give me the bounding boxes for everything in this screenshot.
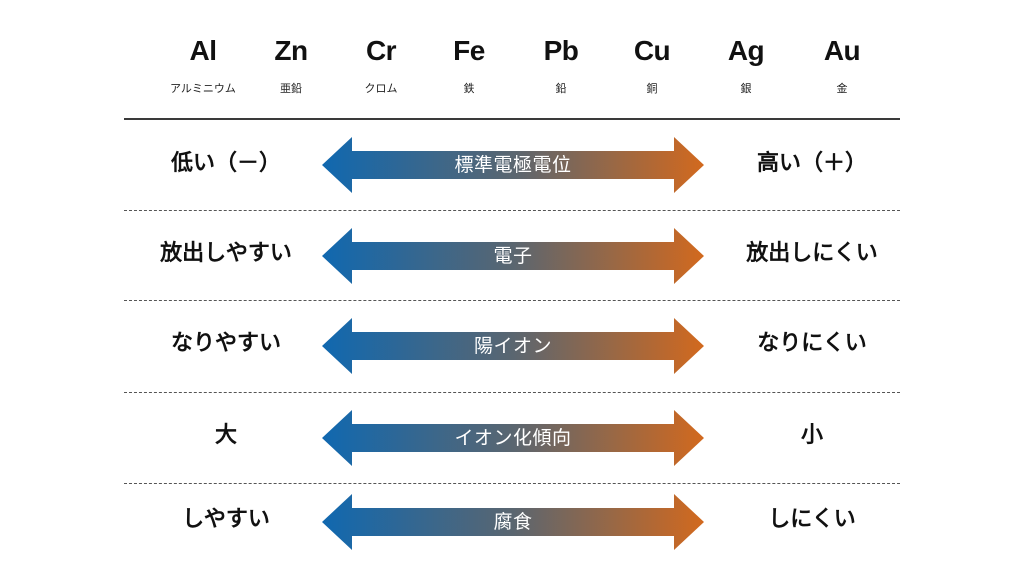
metal-name: 銅 <box>646 82 658 95</box>
metal-al: Al アルミニウム <box>148 34 258 96</box>
metal-name: クロム <box>364 82 398 95</box>
row-right-label: しにくい <box>768 507 856 532</box>
metal-pb: Pb 鉛 <box>506 34 616 96</box>
metal-au: Au 金 <box>787 34 897 96</box>
arrow-label: 電子 <box>493 245 533 267</box>
metal-name: 鉛 <box>555 82 567 95</box>
metal-fe: Fe 鉄 <box>414 34 524 96</box>
arrow-label: 腐食 <box>493 511 533 533</box>
double-arrow: 陽イオン <box>322 318 704 374</box>
metal-symbol: Zn <box>274 35 308 66</box>
metal-symbol: Cr <box>365 35 397 66</box>
arrow-label: 標準電極電位 <box>454 154 572 176</box>
metal-symbol: Ag <box>727 35 765 66</box>
double-arrow-shape <box>322 228 704 284</box>
metal-name: 金 <box>836 82 848 95</box>
metal-name: アルミニウム <box>170 82 236 95</box>
row-divider <box>124 392 900 393</box>
row-left-label: 大 <box>214 423 237 448</box>
metal-symbol: Cu <box>633 35 671 66</box>
row-right-label: 小 <box>800 423 823 448</box>
double-arrow-shape <box>322 494 704 550</box>
row-right-label: 高い（＋） <box>756 151 867 176</box>
metal-cu: Cu 銅 <box>597 34 707 96</box>
row-right-label: なりにくい <box>757 331 867 356</box>
metal-name: 銀 <box>740 82 752 95</box>
double-arrow: 電子 <box>322 228 704 284</box>
row-left-label: しやすい <box>182 507 270 532</box>
metal-name: 鉄 <box>463 82 475 95</box>
arrow-label: 陽イオン <box>473 335 552 357</box>
row-left-label: なりやすい <box>170 331 281 356</box>
arrow-label: イオン化傾向 <box>454 427 572 449</box>
row-left-label: 低い（－） <box>170 151 281 176</box>
metal-symbol: Al <box>189 35 218 66</box>
double-arrow-shape <box>322 318 704 374</box>
double-arrow: イオン化傾向 <box>322 410 704 466</box>
header-divider <box>124 118 900 120</box>
metal-ag: Ag 銀 <box>691 34 801 96</box>
metal-symbol: Au <box>823 35 861 66</box>
metal-symbol: Fe <box>453 35 485 66</box>
metal-cr: Cr クロム <box>326 34 436 96</box>
metal-zn: Zn 亜鉛 <box>236 34 346 96</box>
row-left-label: 放出しやすい <box>160 241 292 266</box>
double-arrow: 腐食 <box>322 494 704 550</box>
row-divider <box>124 300 900 301</box>
metal-name: 亜鉛 <box>280 82 302 95</box>
double-arrow-shape <box>322 410 704 466</box>
row-divider <box>124 210 900 211</box>
double-arrow: 標準電極電位 <box>322 137 704 193</box>
row-divider <box>124 483 900 484</box>
row-right-label: 放出しにくい <box>746 241 878 266</box>
metal-symbol: Pb <box>543 35 579 66</box>
double-arrow-shape <box>322 137 704 193</box>
